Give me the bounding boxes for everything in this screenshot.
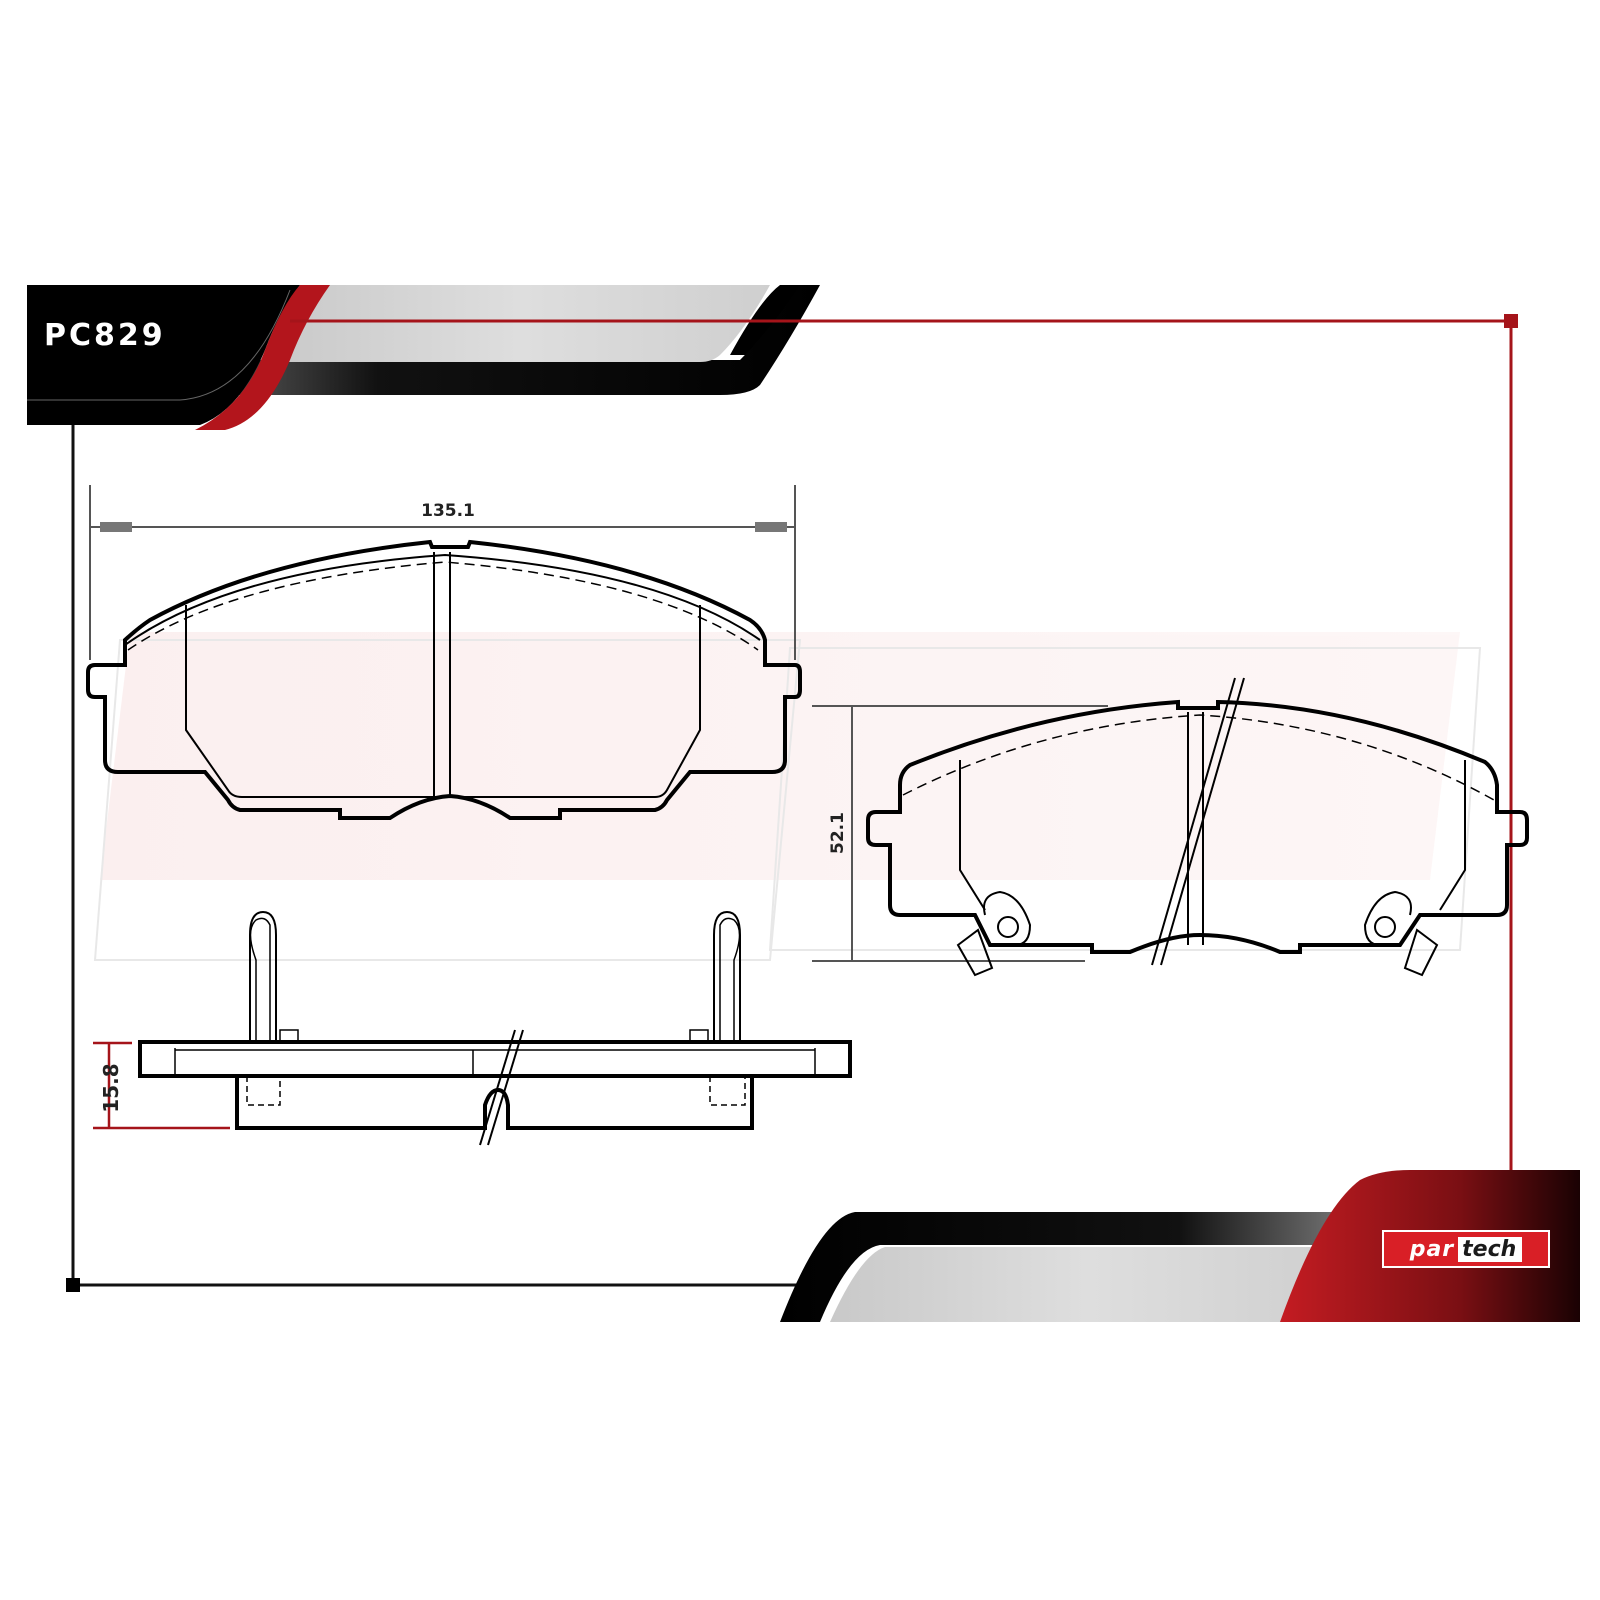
front-view: [86, 485, 802, 820]
dimension-height-label: 52.1: [828, 812, 848, 854]
dimension-thickness-label: 15.8: [99, 1063, 123, 1112]
rear-view: [812, 677, 1529, 977]
frame-corner-marker-bottom-left: [66, 1278, 80, 1292]
header-banner: [27, 285, 820, 430]
dimension-width-label: 135.1: [421, 501, 475, 521]
part-code-title: PC829: [44, 318, 166, 353]
partech-watermark: [93, 632, 1482, 961]
logo-par-text: par: [1409, 1236, 1455, 1262]
side-view: [93, 910, 852, 1146]
partech-logo: par tech: [1382, 1230, 1550, 1268]
left-clip: [249, 910, 277, 1043]
logo-tech-text: tech: [1458, 1236, 1523, 1262]
right-clip: [713, 910, 741, 1043]
